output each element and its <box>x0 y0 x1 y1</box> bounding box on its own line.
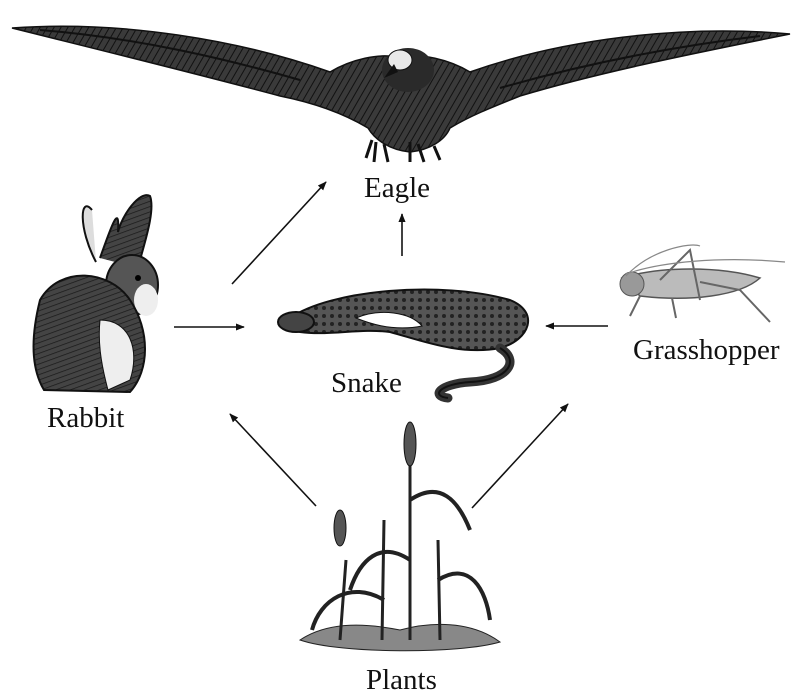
eagle-label: Eagle <box>364 174 430 203</box>
grasshopper-illustration <box>620 245 785 322</box>
plants-illustration <box>300 422 500 651</box>
snake-illustration <box>278 290 528 398</box>
arrow-plants-to-rabbit <box>230 414 316 506</box>
rabbit-label: Rabbit <box>47 404 124 433</box>
snake-label: Snake <box>331 369 402 398</box>
eagle-illustration <box>12 26 790 162</box>
grasshopper-label: Grasshopper <box>633 336 780 365</box>
rabbit-illustration <box>34 195 158 392</box>
arrow-plants-to-grasshopper <box>472 404 568 508</box>
arrow-rabbit-to-eagle <box>232 182 326 284</box>
plants-label: Plants <box>366 666 437 695</box>
